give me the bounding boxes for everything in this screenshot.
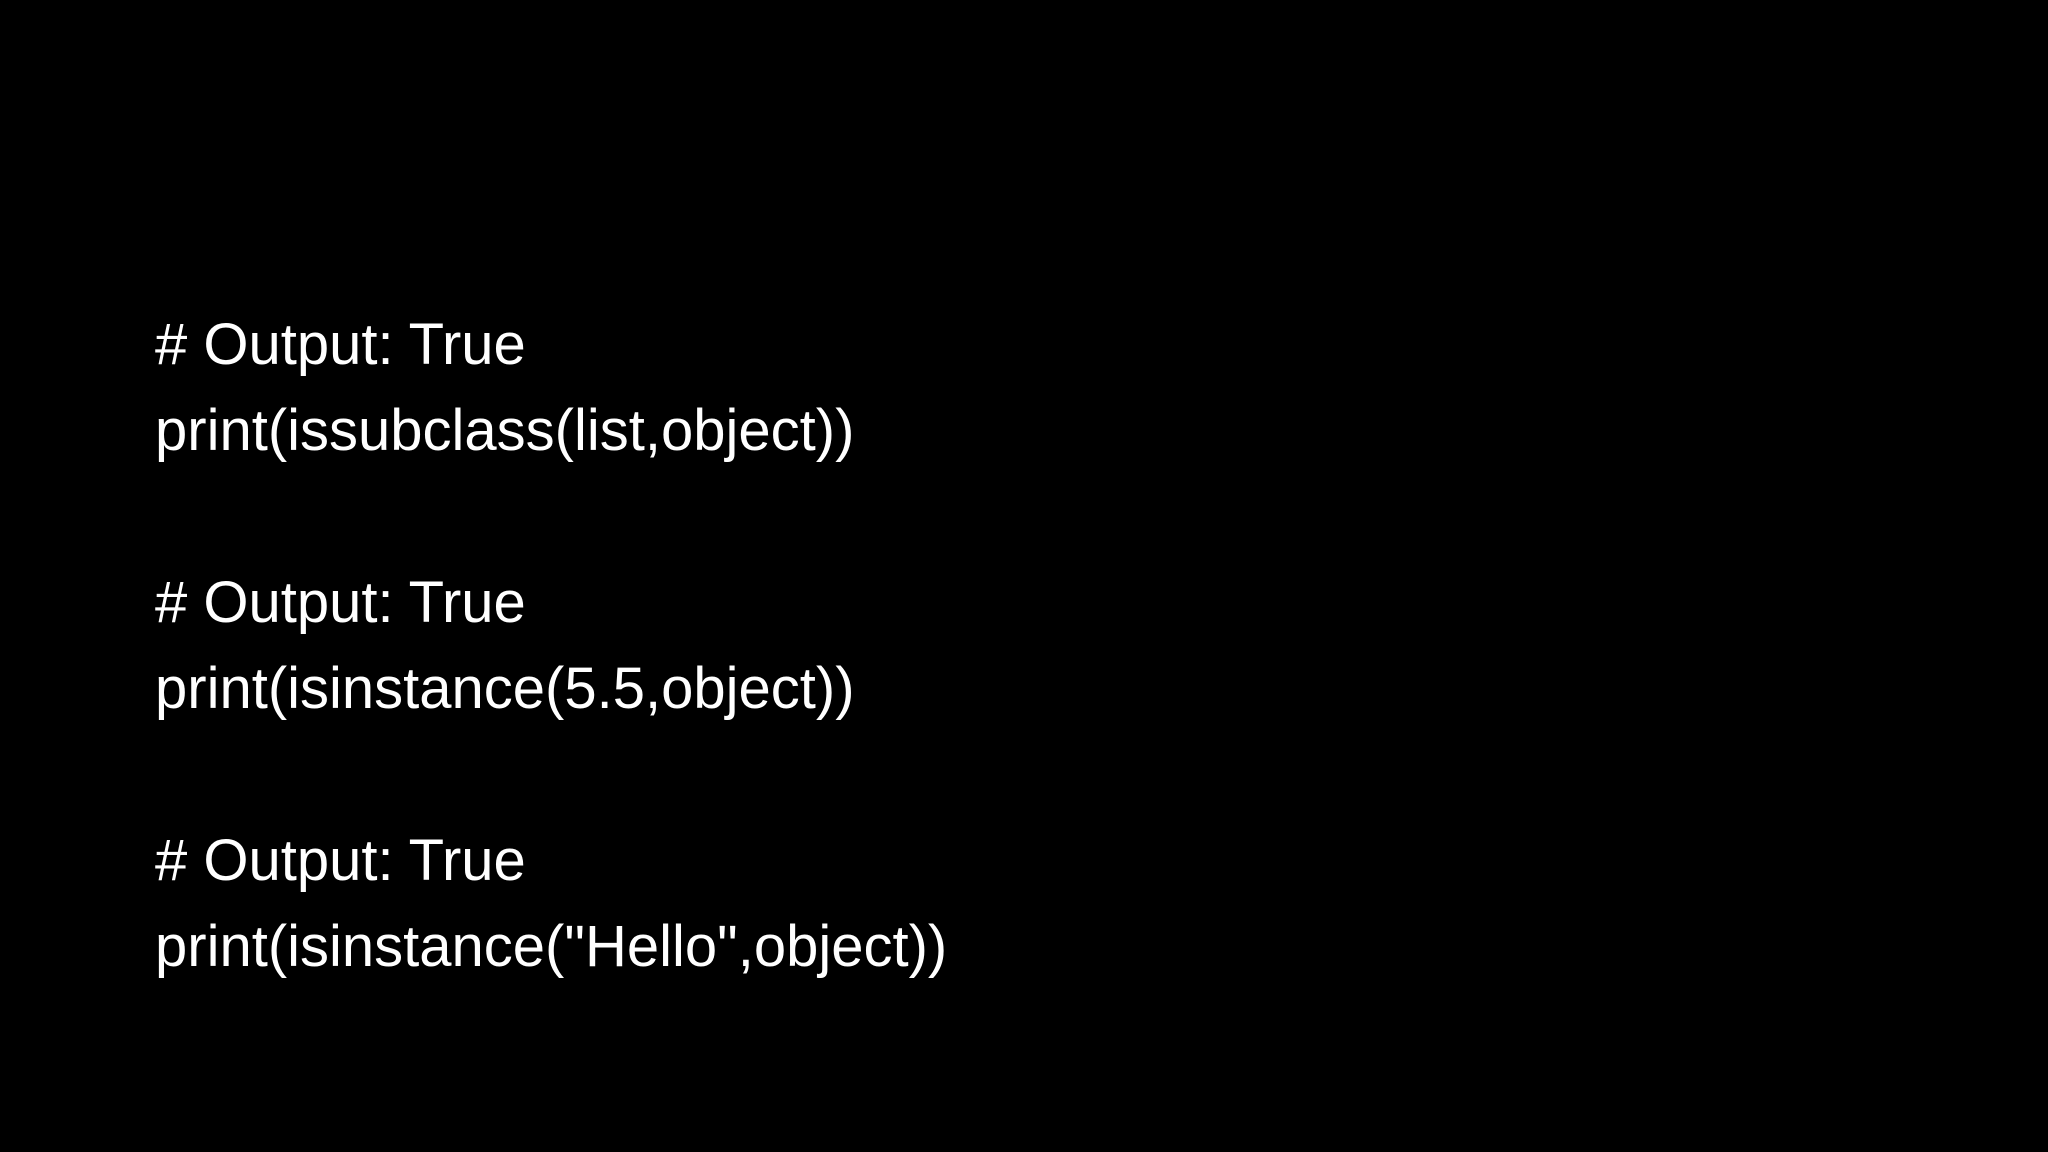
code-snippet-isinstance-float: # Output: True print(isinstance(5.5,obje… bbox=[155, 560, 1655, 732]
code-line: print(isinstance("Hello",object)) bbox=[155, 914, 948, 979]
code-line: print(isinstance(5.5,object)) bbox=[155, 656, 855, 721]
code-snippet-isinstance-string: # Output: True print(isinstance("Hello",… bbox=[155, 818, 1655, 990]
output-comment: # Output: True bbox=[155, 312, 526, 377]
code-block: # Output: True print(issubclass(list,obj… bbox=[155, 302, 1655, 990]
output-comment: # Output: True bbox=[155, 828, 526, 893]
code-snippet-issubclass-list: # Output: True print(issubclass(list,obj… bbox=[155, 302, 1655, 474]
output-comment: # Output: True bbox=[155, 570, 526, 635]
code-line: print(issubclass(list,object)) bbox=[155, 398, 855, 463]
